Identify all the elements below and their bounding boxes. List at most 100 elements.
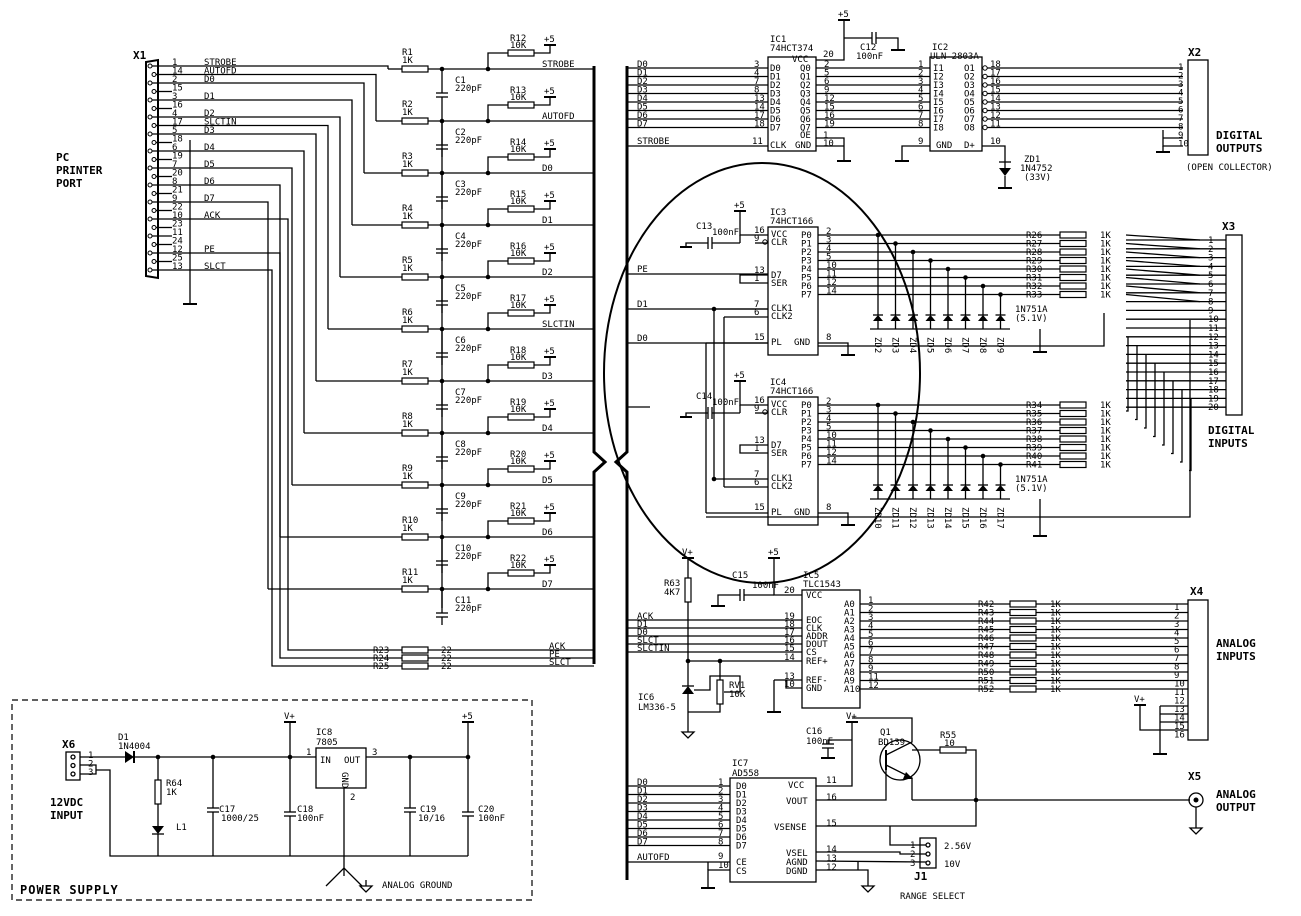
- bus-tap-label: D5: [637, 103, 648, 113]
- x1-pin-7: [147, 165, 153, 171]
- x1-pin-8: [147, 182, 153, 188]
- ic1-out-pin: 5: [824, 69, 829, 79]
- x1-pin-3: [147, 97, 153, 103]
- ic5-right-pin: 6: [868, 639, 873, 649]
- ic7-bus-label: D1: [637, 787, 648, 797]
- psu-plus5: +5: [462, 712, 474, 730]
- x6-ref: X6: [62, 738, 76, 751]
- ic5-body: [801, 589, 861, 709]
- j1-pin-3: [925, 860, 931, 866]
- rv1: [716, 679, 724, 705]
- ic3-res-ref: R28: [1026, 248, 1042, 258]
- x3-wire-a: [1125, 293, 1201, 303]
- q1-emitter: [885, 764, 913, 800]
- x1-pin-number: 3: [172, 92, 177, 102]
- status-res-ref: R23: [373, 646, 389, 656]
- ic5-right-pin: 12: [868, 681, 879, 691]
- ic7-in-name: D2: [736, 799, 747, 809]
- series-res-ref: R2: [402, 100, 413, 110]
- pullup-lead: [534, 149, 551, 158]
- ic7-ref: IC7: [732, 759, 748, 769]
- ic1-pin-oe: 1: [823, 131, 828, 141]
- ic5-sig-label: SLCT: [637, 636, 659, 646]
- supply-label: V+: [682, 548, 693, 558]
- ic8-out: OUT: [344, 756, 361, 766]
- pullup-lead: [487, 468, 508, 485]
- c16-ref: C16: [806, 727, 822, 737]
- x3-pin-number: 3: [1208, 254, 1213, 264]
- ic7-in-pin: 8: [718, 838, 723, 848]
- x1-pin-2: [147, 80, 153, 86]
- ic3-clk1: CLK1: [771, 304, 793, 314]
- ic7-in-pin: 5: [718, 812, 723, 822]
- ic4-zen-value: (5.1V): [1015, 484, 1048, 494]
- psu-frame: [11, 699, 533, 901]
- ic1-out-name: Q4: [800, 98, 811, 108]
- rv1-value: 10K: [729, 690, 746, 700]
- pullup-supply: +5: [544, 347, 555, 357]
- x1-pin-1: [147, 63, 153, 69]
- ic5-pin-vcc: 20: [784, 586, 795, 596]
- cap-ref: C8: [455, 440, 466, 450]
- status-resistor-R24: [401, 654, 429, 662]
- bus-tap-label: D3: [637, 86, 648, 96]
- ic6-body: [682, 686, 694, 694]
- ic3-d7-ser: [739, 274, 768, 284]
- ic5-right-name: A6: [844, 651, 855, 661]
- bus-tap-label: D0: [637, 60, 648, 70]
- ic7-pin-vsel: 14: [826, 845, 837, 855]
- ic2-in-name: I5: [933, 98, 944, 108]
- filter-signal-label: D2: [542, 268, 553, 278]
- x2-pin-number: 5: [1178, 97, 1183, 107]
- adc-res-ref: R50: [978, 668, 994, 678]
- ic2-out-name: O2: [964, 73, 975, 83]
- pullup-lead: [534, 513, 551, 522]
- ic4-d7-ser: [739, 444, 768, 454]
- ic2-out-bubble: [982, 73, 988, 80]
- ic7-in-name: D5: [736, 825, 747, 835]
- ic3-pl: PL: [771, 338, 782, 348]
- x3-title-2: INPUTS: [1208, 437, 1248, 450]
- x5-title-1: ANALOG: [1216, 788, 1256, 801]
- ic8-gnd: GND: [339, 772, 349, 788]
- x1-pin-17: [151, 123, 157, 128]
- ic3-out-name: P0: [801, 231, 812, 241]
- pullup-ref: R14: [510, 138, 526, 148]
- ic5-left-pin: 18: [784, 620, 795, 630]
- q1-arrow: [903, 772, 913, 779]
- x1-title-1: PC: [56, 151, 69, 164]
- x3-wire-a: [1125, 242, 1201, 250]
- cap-ref: C1: [455, 76, 466, 86]
- filter-cap-C11: [436, 612, 448, 618]
- ic3-ref: IC3: [770, 208, 786, 218]
- x1-pin-number: 25: [172, 254, 183, 264]
- d1-label: D1: [637, 300, 648, 310]
- port-wire-2: [172, 82, 365, 173]
- x1-pin-number: 24: [172, 237, 183, 247]
- series-resistor-R10: [401, 533, 429, 541]
- x1-pin-12: [147, 250, 153, 256]
- x4-title-2: INPUTS: [1216, 650, 1256, 663]
- ic6-ref: IC6: [638, 693, 654, 703]
- pullup-lead: [487, 520, 508, 537]
- ic7-bus-label: D6: [637, 829, 648, 839]
- c16-ground: [821, 752, 835, 759]
- pullup-lead: [487, 156, 508, 173]
- ic5-right-name: A7: [844, 660, 855, 670]
- ic3-out-name: P4: [801, 265, 812, 275]
- ic4-res-ref: R41: [1026, 461, 1042, 471]
- cap-ref: C6: [455, 336, 466, 346]
- zener-body: [925, 315, 936, 321]
- x1-shell: [145, 58, 159, 280]
- ic5-right-pin: 1: [868, 596, 873, 606]
- bus-tap-label: D6: [637, 111, 648, 121]
- ic1-pin-clk: 11: [752, 137, 763, 147]
- ic7-bus-label: D2: [637, 795, 648, 805]
- ic4-cap-ref: C14: [696, 392, 712, 402]
- ic4-part: 74HCT166: [770, 387, 813, 397]
- filter-signal-label: D7: [542, 580, 553, 590]
- ic5-right-name: A4: [844, 634, 855, 644]
- x2-subtitle: (OPEN COLLECTOR): [1186, 163, 1273, 173]
- bus-tap-label: D2: [637, 77, 648, 87]
- supply-label: +5: [838, 10, 849, 20]
